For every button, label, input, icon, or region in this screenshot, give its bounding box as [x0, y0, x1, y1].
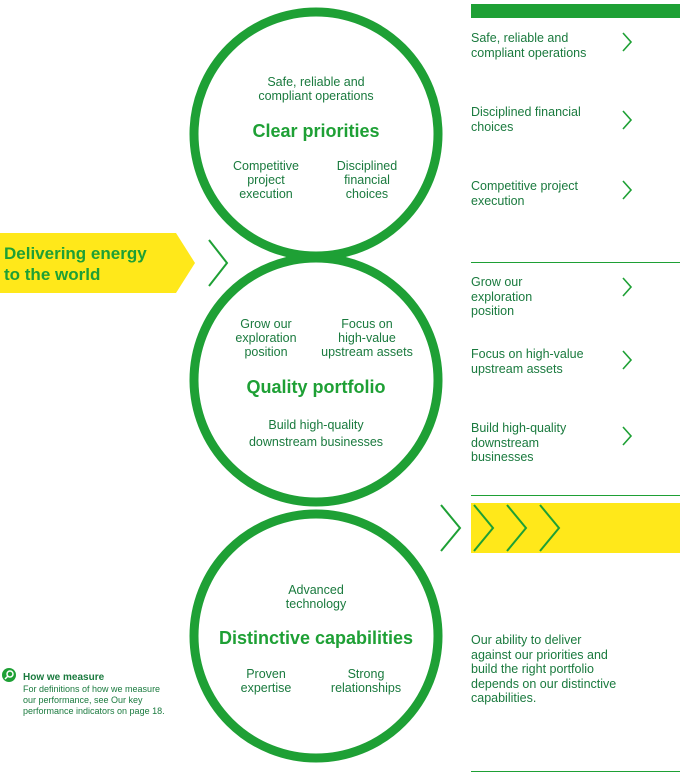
circle1-top-text: Safe, reliable and compliant operations	[258, 75, 374, 103]
section-divider	[471, 771, 680, 772]
banner-arrow	[0, 233, 195, 293]
strip-chevron-icon	[473, 504, 495, 552]
capabilities-arrow-strip	[471, 503, 680, 553]
section-divider	[471, 495, 680, 496]
circle2-bottom-text: Build high-quality downstream businesses	[248, 418, 384, 449]
circle3-right-text: Strong relationships	[330, 667, 402, 695]
priority-item: Safe, reliable and compliant operations	[471, 31, 587, 60]
banner-chevron-icon	[208, 239, 229, 287]
circle3-top-text: Advanced technology	[285, 583, 347, 611]
portfolio-item: Focus on high-value upstream assets	[471, 347, 584, 376]
strip-chevron-icon	[539, 504, 561, 552]
portfolio-item: Grow our exploration position	[471, 275, 533, 318]
banner-label: Delivering energy to the world	[4, 244, 147, 284]
priority-item: Disciplined financial choices	[471, 105, 581, 134]
chevron-right-icon	[622, 110, 633, 130]
circle1-title: Clear priorities	[252, 121, 380, 141]
circle3-title: Distinctive capabilities	[218, 628, 414, 648]
portfolio-item: Build high-quality downstream businesses	[471, 421, 567, 464]
circle2-title: Quality portfolio	[246, 377, 386, 397]
top-accent-bar	[471, 4, 680, 18]
circle2-left-text: Grow our exploration position	[235, 317, 297, 359]
circle1-right-text: Disciplined financial choices	[336, 159, 398, 201]
chevron-right-icon	[622, 180, 633, 200]
magnifier-icon	[2, 668, 16, 682]
circle3-left-text: Proven expertise	[240, 667, 292, 695]
section-divider	[471, 262, 680, 263]
strip-chevron-icon	[440, 504, 462, 552]
circle-ring-distinctive-capabilities	[189, 509, 443, 763]
how-we-measure-body: For definitions of how we measure our pe…	[23, 684, 165, 716]
strip-chevron-icon	[506, 504, 528, 552]
capabilities-description: Our ability to deliver against our prior…	[471, 633, 617, 705]
chevron-right-icon	[622, 32, 633, 52]
chevron-right-icon	[622, 277, 633, 297]
how-we-measure-title: How we measure	[23, 672, 105, 683]
circle1-left-text: Competitive project execution	[233, 159, 299, 201]
priority-item: Competitive project execution	[471, 179, 578, 208]
chevron-right-icon	[622, 350, 633, 370]
chevron-right-icon	[622, 426, 633, 446]
circle2-right-text: Focus on high-value upstream assets	[321, 317, 413, 359]
circle-ring-quality-portfolio	[189, 253, 443, 507]
